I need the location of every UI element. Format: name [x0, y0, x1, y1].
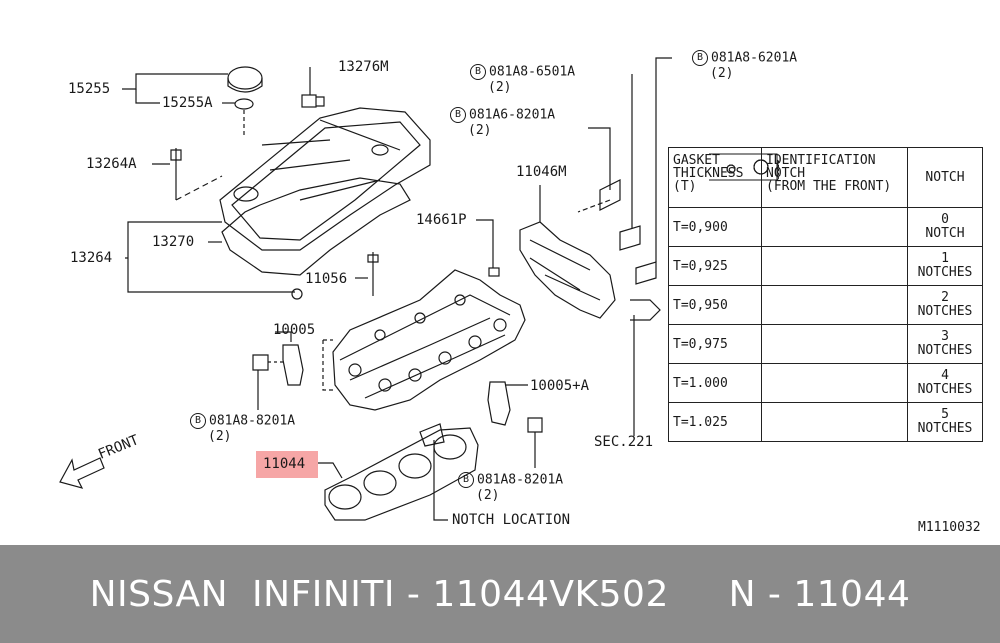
label-13270: 13270: [152, 234, 195, 250]
label-11044: 11044: [263, 456, 306, 472]
footer-title: NISSAN INFINITI - 11044VK502 N - 11044: [89, 573, 911, 615]
oil-cap-shape: [227, 66, 263, 135]
notch-glyph-cell: [708, 153, 908, 403]
notch-glyph-icon: [708, 153, 779, 180]
table-header-row: GASKET THICKNESS (T) IDENTIFICATION NOTC…: [668, 147, 983, 208]
front-arrow: [59, 457, 105, 489]
notch-glyph-cell: [708, 153, 908, 286]
notch-mark: [776, 163, 779, 168]
header-thickness: GASKET THICKNESS (T): [668, 147, 762, 208]
notch-glyph-cell: [708, 153, 908, 442]
notch-glyph-cell: [708, 153, 908, 364]
diagram-lines: [59, 57, 672, 521]
bolt-badge-icon: B: [450, 107, 466, 123]
label-sec221: SEC.221: [594, 434, 654, 450]
rear-cover-shape: [519, 185, 616, 319]
label-15255: 15255: [68, 81, 111, 97]
cylinder-head-shape: [332, 269, 526, 411]
notch-glyph-cell: [708, 153, 908, 247]
footer-bar: NISSAN INFINITI - 11044VK502 N - 11044: [0, 545, 1000, 643]
label-13264a: 13264A: [86, 156, 137, 172]
highlighted-part-11044: 11044: [256, 451, 318, 478]
notch-mark: [776, 167, 779, 172]
notch-mark: [776, 159, 779, 164]
label-15255a: 15255A: [162, 95, 213, 111]
footer-brand: NISSAN INFINITI: [89, 573, 395, 615]
bolt-badge-icon: B: [692, 50, 708, 66]
bolt-badge-icon: B: [190, 413, 206, 429]
label-notch-location: NOTCH LOCATION: [452, 512, 571, 528]
label-13264: 13264: [70, 250, 113, 266]
label-10005: 10005: [273, 322, 316, 338]
bolt-badge-icon: B: [458, 472, 474, 488]
label-10005a: 10005+A: [530, 378, 590, 394]
label-11056: 11056: [305, 271, 348, 287]
notch-mark: [776, 171, 779, 176]
notch-glyph-cell: [708, 153, 908, 325]
valve-cover-shape: [219, 107, 431, 251]
label-13276m: 13276M: [338, 59, 389, 75]
drawing-code: M1110032: [918, 520, 981, 535]
head-gasket-shape: [324, 423, 479, 521]
gasket-thickness-table: GASKET THICKNESS (T) IDENTIFICATION NOTC…: [668, 147, 983, 442]
notch-mark: [776, 175, 779, 180]
bolt-badge-icon: B: [470, 64, 486, 80]
parts-diagram: 15255 15255A 13276M 13264A 13270 13264 1…: [59, 50, 983, 535]
footer-code: N - 11044: [728, 573, 911, 615]
label-14661p: 14661P: [416, 212, 467, 228]
header-identification: IDENTIFICATION NOTCH (FROM THE FRONT): [761, 147, 908, 208]
header-notch: NOTCH: [907, 147, 983, 208]
footer-part-number: 11044VK502: [432, 573, 669, 615]
label-11046m: 11046M: [516, 164, 567, 180]
